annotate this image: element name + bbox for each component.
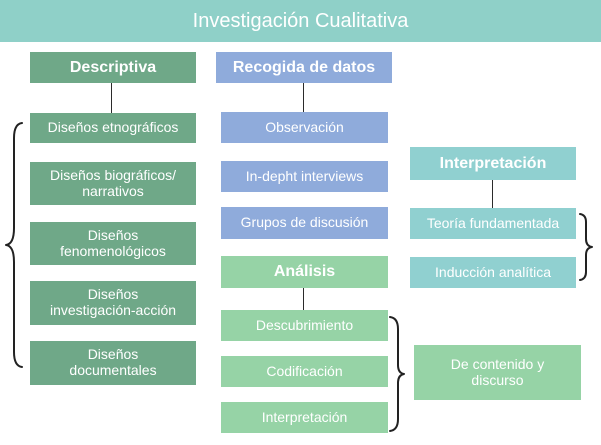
page-title: Investigación Cualitativa (192, 9, 409, 32)
analisis-side-box: De contenido y discurso (414, 345, 581, 400)
recogida-item-interviews: In-depht interviews (221, 161, 388, 192)
analisis-header-label: Análisis (273, 263, 336, 281)
recogida-item-observacion: Observación (221, 112, 388, 143)
descriptiva-item-fenomenologicos: Diseños fenomenológicos (30, 222, 196, 265)
descriptiva-item-label: Diseños biográficos/ narrativos (49, 166, 177, 199)
interpretacion-item-teoria: Teoría fundamentada (410, 208, 576, 239)
recogida-item-label: In-depht interviews (245, 167, 364, 184)
analisis-item-label: Codificación (266, 362, 343, 379)
title-bar: Investigación Cualitativa (0, 0, 601, 42)
left-curly-brace (5, 122, 23, 368)
recogida-item-label: Grupos de discusión (240, 214, 369, 231)
descriptiva-header-label: Descriptiva (69, 58, 157, 76)
descriptiva-item-label: Diseños investigación-acción (49, 286, 177, 318)
analisis-item-codificacion: Codificación (221, 356, 388, 387)
descriptiva-item-label: Diseños etnográficos (47, 119, 179, 136)
connector-recogida (303, 83, 304, 112)
interpretacion-header-label: Interpretación (439, 154, 547, 172)
analisis-item-label: Descubrimiento (255, 316, 354, 333)
interpretacion-header: Interpretación (410, 147, 576, 180)
analisis-header: Análisis (221, 256, 388, 288)
connector-descriptiva (111, 83, 112, 113)
interpretacion-item-label: Teoría fundamentada (426, 214, 560, 231)
descriptiva-item-etnograficos: Diseños etnográficos (30, 113, 196, 143)
descriptiva-item-biograficos: Diseños biográficos/ narrativos (30, 162, 196, 205)
descriptiva-item-label: Diseños documentales (69, 346, 157, 378)
descriptiva-item-investigacion-accion: Diseños investigación-acción (30, 281, 196, 325)
descriptiva-item-label: Diseños fenomenológicos (60, 226, 166, 259)
interpretacion-right-curly-brace (579, 213, 593, 281)
descriptiva-header: Descriptiva (30, 52, 196, 83)
recogida-item-grupos: Grupos de discusión (221, 207, 388, 239)
analisis-item-interpretacion: Interpretación (221, 402, 388, 433)
analisis-item-label: Interpretación (261, 408, 348, 425)
descriptiva-item-documentales: Diseños documentales (30, 341, 196, 385)
connector-analisis (303, 288, 304, 310)
recogida-header-label: Recogida de datos (232, 58, 376, 76)
interpretacion-item-induccion: Inducción analítica (410, 257, 576, 288)
analisis-side-box-label: De contenido y discurso (450, 355, 545, 388)
interpretacion-item-label: Inducción analítica (435, 263, 551, 280)
recogida-header: Recogida de datos (216, 52, 392, 83)
analisis-item-descubrimiento: Descubrimiento (221, 310, 388, 341)
recogida-item-label: Observación (265, 118, 344, 135)
connector-interpretacion (492, 180, 493, 208)
analisis-right-curly-brace (389, 316, 405, 432)
